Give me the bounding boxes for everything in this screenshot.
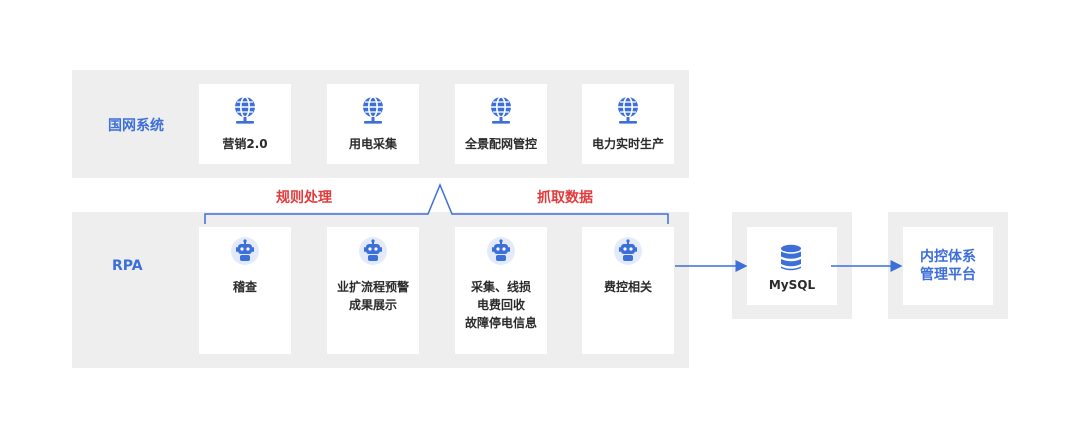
database-node[interactable]: MySQL	[747, 227, 837, 305]
rpa-card-expansion-warning[interactable]: 业扩流程预警 成果展示	[327, 227, 419, 354]
system-card-realtime-production[interactable]: 电力实时生产	[582, 84, 674, 164]
rpa-row-label: RPA	[112, 258, 143, 274]
system-card-label: 营销2.0	[222, 137, 268, 151]
rule-processing-label: 规则处理	[276, 190, 332, 206]
platform-label: 内控体系 管理平台	[920, 249, 976, 283]
robot-icon	[230, 236, 260, 270]
system-card-label: 用电采集	[348, 137, 397, 151]
system-card-marketing[interactable]: 营销2.0	[199, 84, 291, 164]
state-grid-row-label: 国网系统	[108, 118, 164, 134]
rpa-card-label: 采集、线损 电费回收 故障停电信息	[464, 280, 537, 330]
globe-icon	[487, 95, 515, 129]
rpa-card-label: 费控相关	[603, 280, 652, 294]
globe-icon	[359, 95, 387, 129]
database-icon	[778, 244, 804, 276]
rpa-card-audit[interactable]: 稽查	[199, 227, 291, 354]
rpa-card-label: 业扩流程预警 成果展示	[336, 280, 409, 312]
robot-icon	[613, 236, 643, 270]
system-card-label: 电力实时生产	[591, 137, 664, 151]
internal-control-platform-node[interactable]: 内控体系 管理平台	[903, 227, 993, 305]
robot-icon	[486, 236, 516, 270]
system-card-consumption-collection[interactable]: 用电采集	[327, 84, 419, 164]
system-card-distribution-control[interactable]: 全景配网管控	[455, 84, 547, 164]
rpa-card-collection-loss[interactable]: 采集、线损 电费回收 故障停电信息	[455, 227, 547, 354]
data-fetching-label: 抓取数据	[537, 190, 593, 206]
rpa-card-fee-control[interactable]: 费控相关	[582, 227, 674, 354]
processing-bracket	[204, 183, 669, 224]
globe-icon	[231, 95, 259, 129]
database-label: MySQL	[768, 278, 816, 292]
globe-icon	[614, 95, 642, 129]
robot-icon	[358, 236, 388, 270]
rpa-card-label: 稽查	[232, 280, 257, 294]
system-card-label: 全景配网管控	[464, 137, 537, 151]
